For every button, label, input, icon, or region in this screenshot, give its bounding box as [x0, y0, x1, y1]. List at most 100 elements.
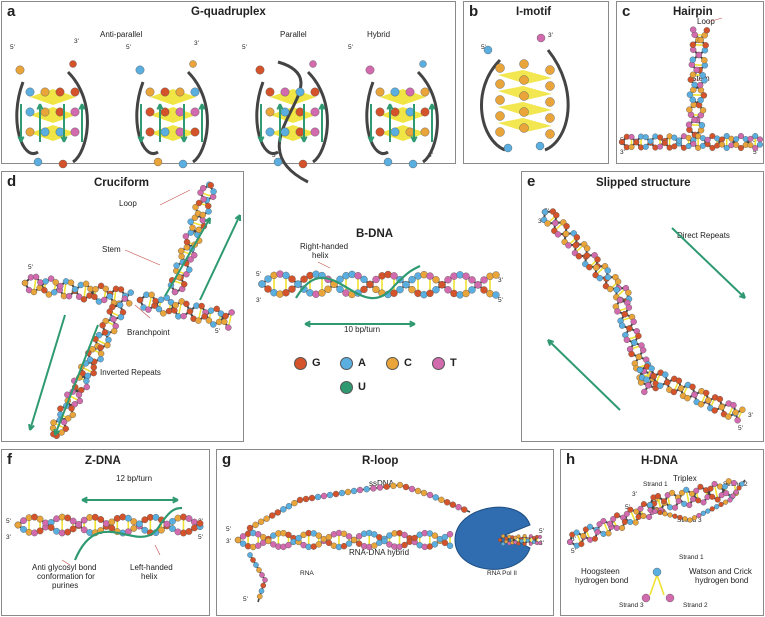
panel-title: Cruciform [94, 177, 149, 189]
end-5-left: 5' [226, 526, 231, 533]
end-3-q1: 3' [74, 38, 79, 45]
label-strand1-bottom: Strand 1 [679, 554, 704, 561]
end-5-right: 5' [198, 534, 203, 541]
end-3-q2: 3' [194, 40, 199, 47]
label-direct-repeats: Direct Repeats [677, 231, 730, 240]
label-strand2-top: Strand 2 [723, 481, 748, 488]
label-helix: helix [141, 572, 157, 581]
end-5-rna: 5' [243, 596, 248, 603]
label-12bp: 12 bp/turn [116, 474, 152, 483]
panel-h-dna: h H-DNA Triplex Strand 1 Strand 2 Strand… [560, 449, 764, 616]
end-5-top: 5' [625, 504, 630, 511]
label-hybrid: Hybrid [367, 30, 390, 39]
end-5-q4: 5' [348, 44, 353, 51]
end-5-bottom: 5' [571, 548, 576, 555]
end-3-bottom: 3' [571, 536, 576, 543]
end-5-top: 5' [544, 208, 549, 215]
label-stem: Stem [102, 245, 121, 254]
panel-letter: f [7, 451, 12, 468]
end-5-left: 5' [256, 271, 261, 278]
end-3-right: 3' [539, 540, 544, 547]
label-stem: Stem [691, 74, 710, 83]
legend-label-t: T [450, 357, 457, 369]
legend-dot-a [340, 357, 353, 370]
panel-i-motif: b I-motif 5' 3' [463, 1, 609, 164]
label-branchpoint: Branchpoint [127, 328, 170, 337]
legend-dot-c [386, 357, 399, 370]
label-antiparallel: Anti-parallel [100, 30, 142, 39]
legend-label-g: G [312, 357, 321, 369]
panel-cruciform: d Cruciform Loop Stem Branchpoint Invert… [1, 171, 244, 442]
end-5-q1: 5' [10, 44, 15, 51]
legend-dot-g [294, 357, 307, 370]
panel-letter: b [469, 3, 478, 20]
panel-z-dna: f Z-DNA 12 bp/turn Anti glycosyl bond co… [1, 449, 210, 616]
label-strand3-bottom: Strand 3 [619, 602, 644, 609]
end-5-left: 5' [6, 518, 11, 525]
end-5-right: 5' [498, 297, 503, 304]
panel-g-quadruplex: a G-quadruplex Anti-parallel Parallel Hy… [1, 1, 456, 164]
label-left-handed: Left-handed [130, 563, 173, 572]
label-triplex: Triplex [673, 474, 697, 483]
panel-slipped-structure: e Slipped structure Direct Repeats 5' 3'… [521, 171, 764, 442]
label-loop: Loop [697, 17, 715, 26]
legend-label-u: U [358, 381, 366, 393]
end-3-left: 3' [256, 297, 261, 304]
label-hybrid: RNA-DNA hybrid [349, 548, 409, 557]
end-5-q2: 5' [126, 44, 131, 51]
label-glyco-2: conformation for [37, 572, 95, 581]
panel-letter: g [222, 451, 231, 468]
panel-letter: a [7, 3, 15, 20]
panel-title: Slipped structure [596, 177, 691, 189]
panel-title: I-motif [516, 6, 551, 18]
panel-letter: h [566, 451, 575, 468]
legend-dot-u [340, 381, 353, 394]
panel-letter: d [7, 173, 16, 190]
panel-title: Z-DNA [85, 455, 121, 467]
end-3-top: 3' [538, 218, 543, 225]
end-3: 3' [548, 32, 553, 39]
end-5-right: 5' [539, 528, 544, 535]
end-3-left: 3' [226, 538, 231, 545]
label-10bp: 10 bp/turn [344, 325, 380, 334]
panel-title: G-quadruplex [191, 6, 266, 18]
label-strand1-top: Strand 1 [643, 481, 668, 488]
end-3-right: 3' [198, 518, 203, 525]
label-ssdna: ssDNA [369, 479, 394, 488]
label-strand2-bottom: Strand 2 [683, 602, 708, 609]
label-right-handed: Right-handed [300, 242, 348, 251]
label-glyco-3: purines [52, 581, 78, 590]
end-3-left: 3' [620, 149, 625, 156]
end-3-right: 3' [498, 277, 503, 284]
end-3-q4: 3' [428, 152, 433, 159]
panel-title: R-loop [362, 455, 398, 467]
end-5-left: 5' [620, 137, 625, 144]
end-3-left: 3' [22, 280, 27, 287]
bdna-title: B-DNA [356, 228, 393, 240]
label-helix: helix [312, 251, 328, 260]
panel-letter: e [527, 173, 535, 190]
label-watson-1: Watson and Crick [689, 567, 752, 576]
end-3-q3: 3' [272, 152, 277, 159]
panel-hairpin: c Hairpin Loop Stem 5' 3' 3' 5' [616, 1, 764, 164]
end-3-right: 3' [753, 137, 758, 144]
end-5-right: 5' [753, 149, 758, 156]
panel-letter: c [622, 3, 630, 20]
end-3-left: 3' [6, 534, 11, 541]
label-rna: RNA [300, 570, 314, 577]
label-watson-2: hydrogen bond [695, 576, 748, 585]
end-5-bottom: 5' [738, 425, 743, 432]
label-strand3-top: Strand 3 [677, 517, 702, 524]
end-3-right: 3' [222, 313, 227, 320]
legend-label-c: C [404, 357, 412, 369]
label-loop: Loop [119, 199, 137, 208]
panel-r-loop: g R-loop ssDNA RNA-DNA hybrid RNA RNA Po… [216, 449, 554, 616]
panel-title: H-DNA [641, 455, 678, 467]
end-5-right: 5' [215, 328, 220, 335]
label-glyco-1: Anti glycosyl bond [32, 563, 96, 572]
label-pol-ii: RNA Pol II [487, 570, 517, 577]
end-3-top: 3' [632, 491, 637, 498]
label-parallel: Parallel [280, 30, 307, 39]
end-5-left: 5' [28, 264, 33, 271]
end-5-q3: 5' [242, 44, 247, 51]
